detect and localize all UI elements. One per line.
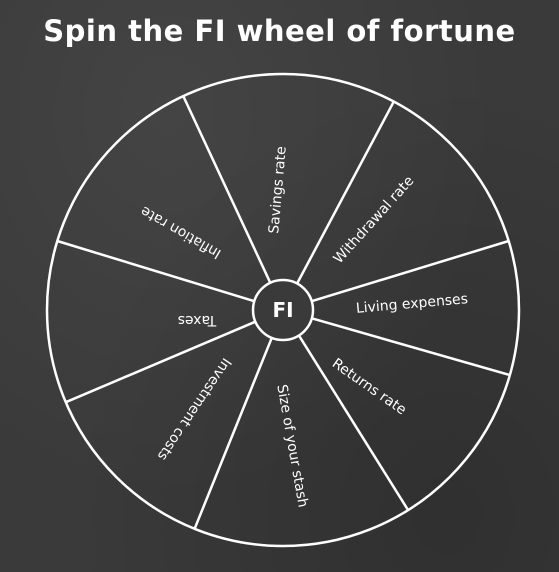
wheel-spoke (56, 239, 255, 303)
wheel-segment-label: Inflation rate (138, 203, 224, 262)
wheel-segment-label: Taxes (178, 312, 218, 328)
wheel-segment-label: Size of your stash (273, 383, 310, 508)
wheel-spoke (297, 334, 410, 511)
wheel-segment-label: Withdrawal rate (331, 173, 418, 267)
wheel-rim (45, 72, 521, 548)
wheel-spoke (295, 101, 395, 285)
wheel-spoke (193, 337, 273, 530)
wheel-spoke (311, 239, 510, 303)
wheel-hub[interactable] (251, 278, 315, 342)
wheel-spoke (65, 320, 256, 404)
wheel-segment-label: Returns rate (329, 356, 409, 419)
wheel-spoke (311, 317, 511, 377)
page-title: Spin the FI wheel of fortune (43, 14, 516, 48)
wheel-segment-label: Living expenses (355, 291, 468, 317)
wheel-segment-label: Savings rate (266, 146, 290, 235)
hub-label: FI (272, 298, 293, 322)
wheel-segment-label: Investment costs (154, 355, 234, 464)
wheel-spoke (182, 95, 272, 284)
